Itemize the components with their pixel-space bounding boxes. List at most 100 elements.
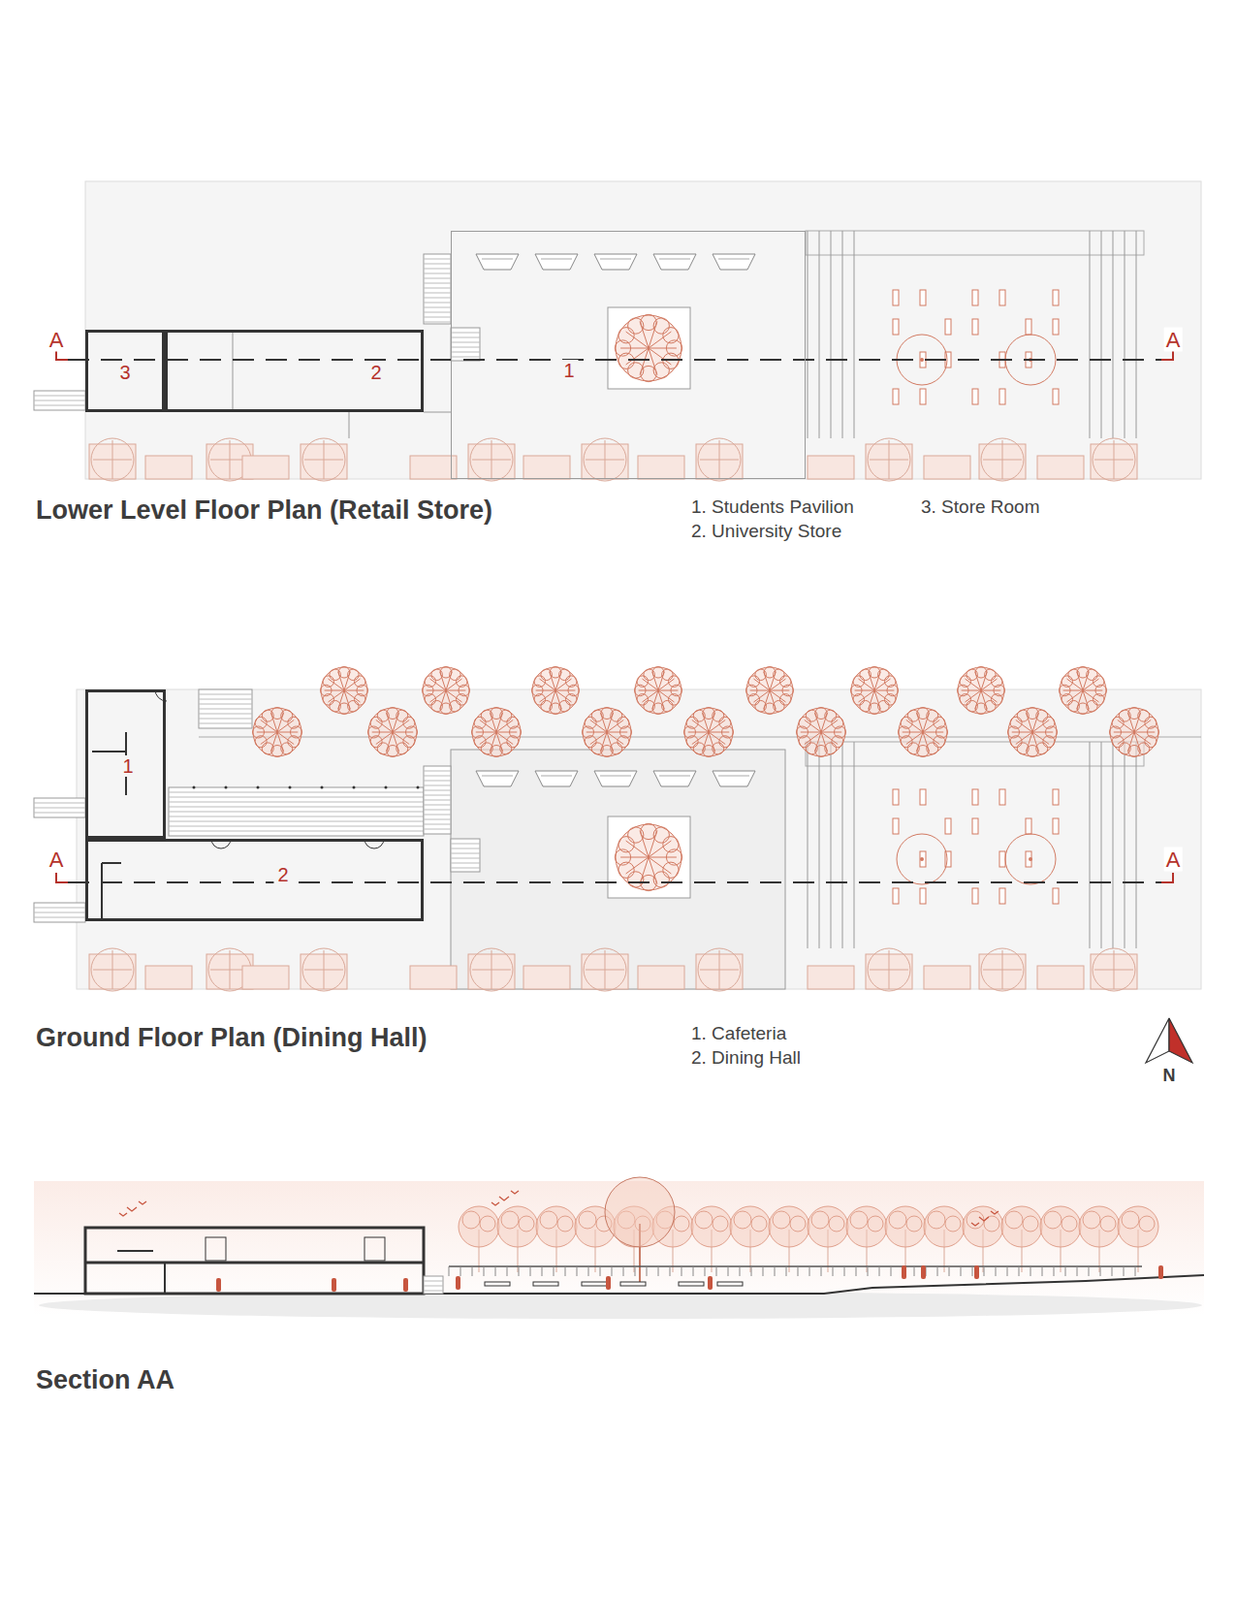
stair [198, 689, 253, 729]
stair-tread [423, 804, 451, 806]
tree-leaf [779, 675, 792, 688]
tree-leaf [1144, 735, 1157, 748]
tree-leaf [926, 709, 939, 722]
section-tree-leaf [1121, 1210, 1140, 1229]
railing-post [1077, 1266, 1078, 1276]
section-tree-leaf [811, 1210, 829, 1229]
university-store: 2 [164, 329, 424, 412]
bleacher-step [1101, 230, 1103, 439]
store-room: 3 [85, 329, 165, 412]
dining-chair [972, 818, 979, 834]
railing-post [483, 1266, 485, 1276]
tree-leaf [663, 836, 679, 853]
table [533, 1281, 559, 1286]
stair-tread [423, 819, 451, 821]
stair-tread [450, 862, 480, 864]
tree-leaf [748, 675, 761, 688]
street-tree [851, 666, 899, 715]
tree-branch [586, 731, 607, 733]
bleacher-step [842, 230, 844, 439]
dining-chair [1025, 318, 1032, 335]
entry-steps [33, 390, 86, 411]
tree-branch [324, 690, 345, 692]
stair-tread [423, 809, 451, 811]
dining-chair [945, 318, 951, 335]
stair [450, 327, 480, 361]
tree-branch [372, 731, 393, 733]
street-tree [898, 707, 949, 758]
tree-leaf [990, 675, 1003, 688]
railing-post [762, 1266, 764, 1276]
railing-post [1088, 1266, 1090, 1276]
table [581, 1281, 607, 1286]
tree-branch [496, 731, 517, 733]
planter-tree-line [1113, 950, 1115, 989]
tree-canopy [253, 707, 302, 757]
north-letter: N [1161, 1065, 1178, 1086]
section-tree-leaf [790, 1215, 806, 1232]
planter-tree-line [323, 950, 325, 989]
room-key: 1. Students Pavilion [691, 496, 855, 518]
tree-leaf [431, 699, 444, 712]
bench-seat [535, 770, 578, 787]
door [364, 1236, 385, 1261]
tree-canopy [1109, 707, 1159, 757]
street-tree [1008, 707, 1058, 758]
tree-leaf [1086, 668, 1099, 681]
tree-branch [426, 690, 446, 692]
tree-leaf [1061, 675, 1074, 688]
section-tree [729, 1205, 771, 1247]
rail-post [320, 786, 324, 790]
railing-post [914, 1266, 916, 1276]
tree-leaf [984, 668, 997, 681]
bleacher-step [1124, 230, 1126, 439]
tree-leaf [712, 709, 725, 722]
tree-leaf [1092, 675, 1105, 688]
dining-chair [999, 289, 1006, 306]
rail-post [288, 786, 292, 790]
partition-line [232, 329, 234, 412]
planter [523, 965, 571, 989]
callout-number: 2 [273, 863, 292, 886]
stair-tread [168, 796, 424, 798]
railing-post [1135, 1266, 1137, 1276]
tree-leaf [667, 675, 680, 688]
planter [1037, 965, 1084, 989]
tree-branch [277, 731, 298, 733]
railing-post [623, 1266, 625, 1276]
tree-leaf [261, 742, 274, 755]
section-tree [768, 1205, 810, 1247]
railing-post [937, 1266, 939, 1276]
stair-tread [450, 867, 480, 869]
dining-hall-room: 2 [85, 838, 424, 921]
bird [119, 1201, 147, 1216]
section-tree-leaf [695, 1210, 713, 1229]
stair-tread [423, 292, 451, 294]
bench-line [540, 775, 572, 777]
tree-leaf [966, 699, 979, 712]
street-tree [422, 666, 471, 715]
railing-post [728, 1266, 729, 1276]
dining-chair [999, 887, 1006, 904]
bench-strip [805, 741, 1144, 766]
railing-post [1042, 1266, 1044, 1276]
street-tree [320, 666, 369, 715]
section-tree [497, 1205, 539, 1247]
tree-branch [648, 348, 671, 365]
plan-title: Lower Level Floor Plan (Retail Store) [35, 495, 493, 526]
railing-post [1123, 1266, 1125, 1276]
stair-tread [450, 853, 480, 855]
tree-leaf [534, 675, 546, 688]
stair-tread [423, 278, 451, 280]
bleacher-step [1136, 741, 1138, 949]
tree-planter-box [607, 816, 691, 898]
site-ground [85, 181, 1202, 479]
planter [410, 965, 457, 989]
partition-wall [92, 750, 127, 753]
dining-chair [999, 388, 1006, 405]
section-line [67, 881, 1164, 884]
tree-leaf [424, 675, 437, 688]
planter-tree-line [604, 950, 606, 989]
bleacher-step [1124, 741, 1126, 949]
railing-post [797, 1266, 799, 1276]
